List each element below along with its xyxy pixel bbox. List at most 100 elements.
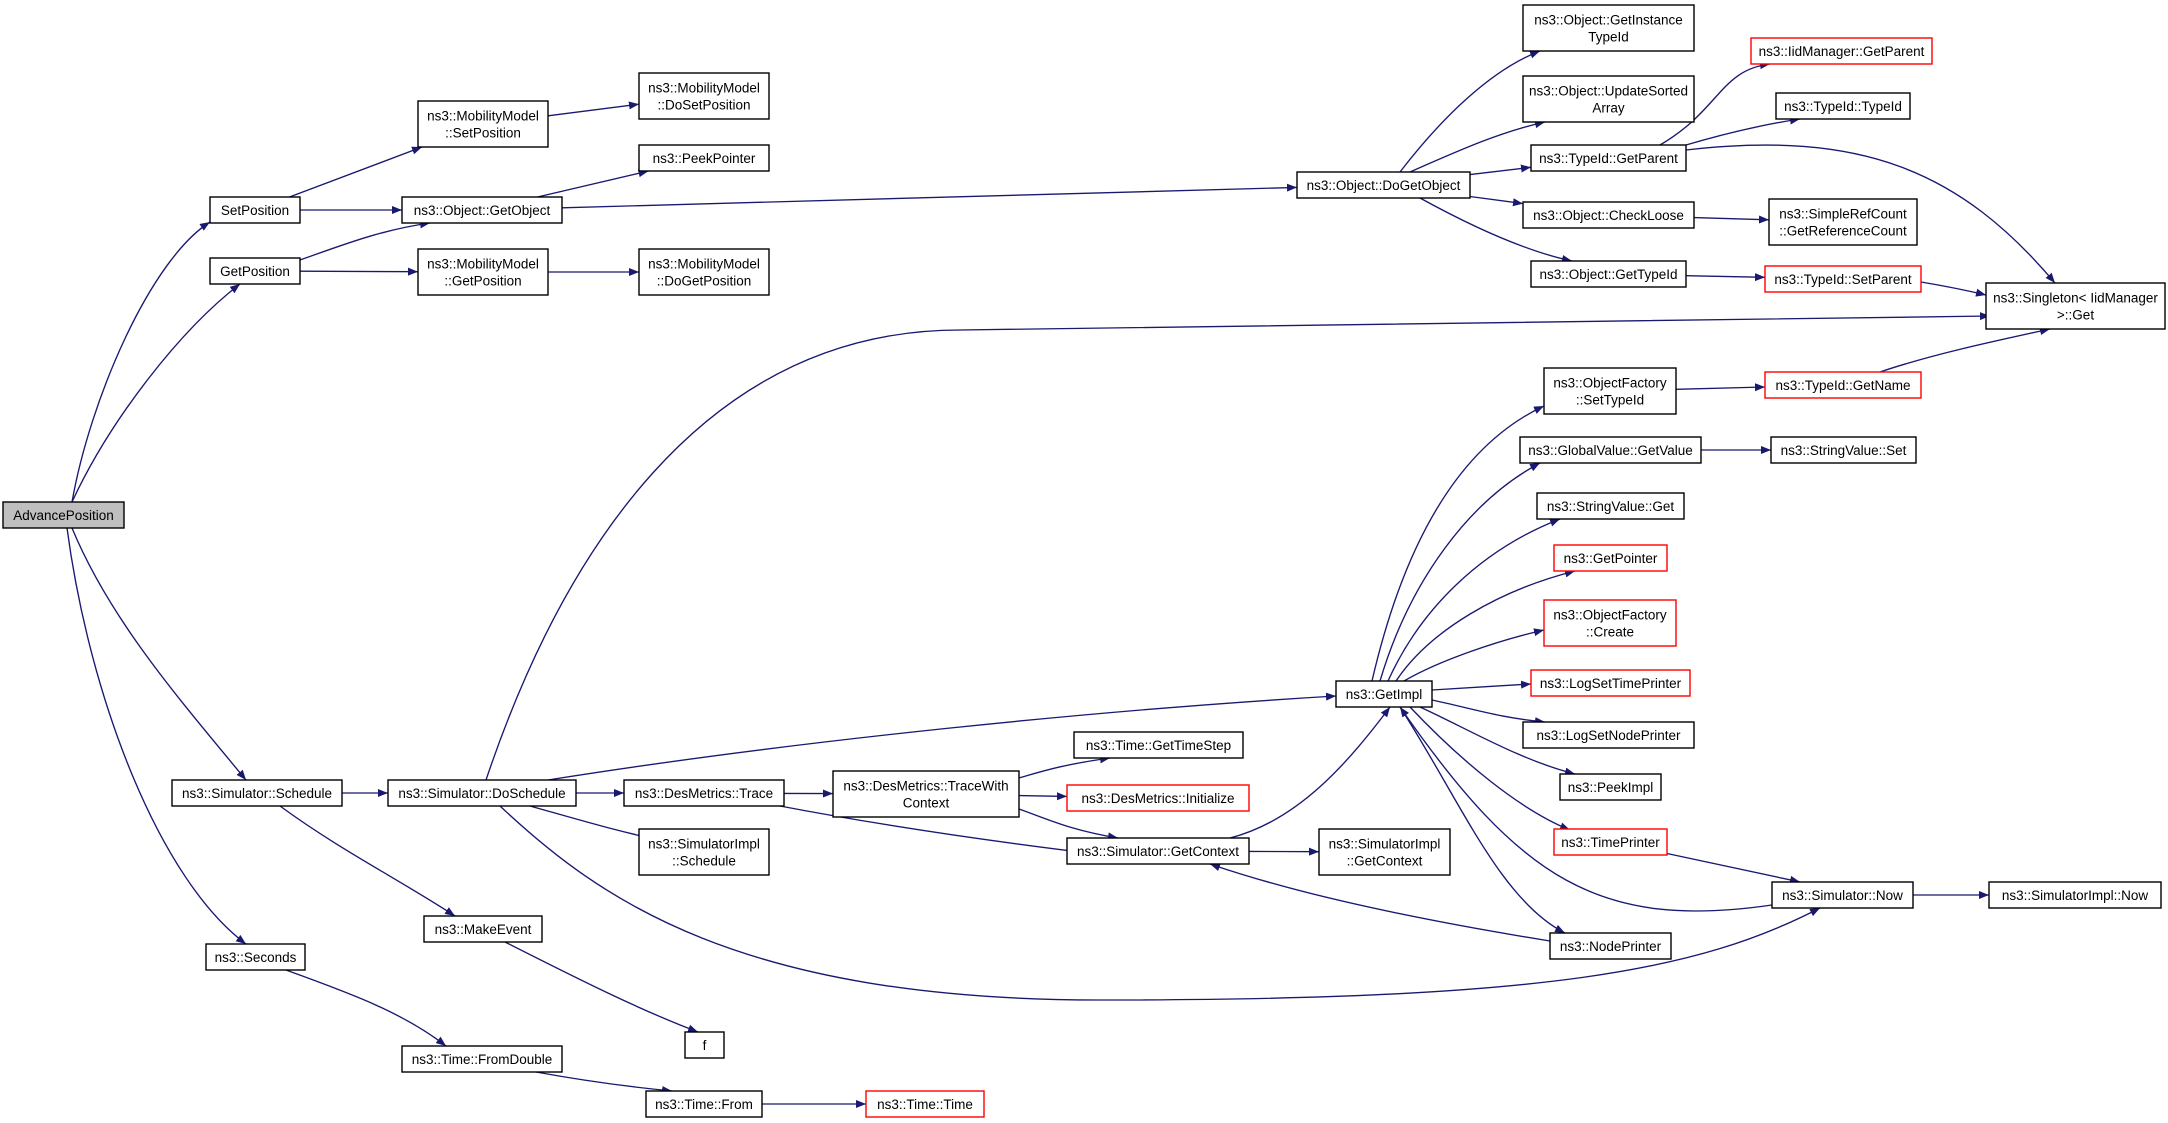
edge-typeid-getname-to-singleton-get xyxy=(1879,327,2051,373)
node-getimpl[interactable]: ns3::GetImpl xyxy=(1335,680,1433,708)
node-getposition[interactable]: GetPosition xyxy=(209,257,301,285)
node-label: ns3::LogSetTimePrinter xyxy=(1540,676,1682,691)
edge-getimpl-to-logsetnodeprinter xyxy=(1431,699,1546,726)
node-box xyxy=(417,100,549,148)
node-mm-dosetposition[interactable]: ns3::MobilityModel::DoSetPosition xyxy=(638,72,770,120)
node-desmetrics-initialize[interactable]: ns3::DesMetrics::Initialize xyxy=(1066,784,1250,812)
node-box xyxy=(1530,260,1687,288)
node-label: ns3::PeekImpl xyxy=(1568,780,1654,795)
node-typeid-setparent[interactable]: ns3::TypeId::SetParent xyxy=(1764,265,1922,293)
edge-timeprinter-to-simulator-now xyxy=(1659,851,1801,884)
node-box xyxy=(401,1045,563,1073)
node-f[interactable]: f xyxy=(684,1031,725,1059)
node-label: ns3::DesMetrics::TraceWith xyxy=(843,779,1008,794)
edge-getimpl-to-stringvalue-get xyxy=(1387,518,1561,682)
node-typeid-getname[interactable]: ns3::TypeId::GetName xyxy=(1764,371,1922,399)
node-makeevent[interactable]: ns3::MakeEvent xyxy=(423,915,543,943)
node-peekimpl[interactable]: ns3::PeekImpl xyxy=(1559,773,1662,801)
node-label: ns3::Object::DoGetObject xyxy=(1307,178,1461,193)
edge-object-dogetobject-to-typeid-getparent xyxy=(1469,164,1532,176)
node-box xyxy=(1522,4,1695,52)
node-label: ::SetTypeId xyxy=(1576,393,1644,408)
node-peekpointer[interactable]: ns3::PeekPointer xyxy=(638,144,770,172)
node-box xyxy=(638,248,770,296)
node-label: ns3::Singleton< IidManager xyxy=(1993,291,2158,306)
node-time-gettimestep[interactable]: ns3::Time::GetTimeStep xyxy=(1073,731,1244,759)
node-object-gettypeid[interactable]: ns3::Object::GetTypeId xyxy=(1530,260,1687,288)
node-logsetnodeprinter[interactable]: ns3::LogSetNodePrinter xyxy=(1522,721,1695,749)
edge-getimpl-to-getpointer xyxy=(1395,569,1576,682)
node-simulator-doschedule[interactable]: ns3::Simulator::DoSchedule xyxy=(387,779,577,807)
node-box xyxy=(209,257,301,285)
node-label: ::Schedule xyxy=(672,854,736,869)
node-box xyxy=(1066,784,1250,812)
node-simulatorimpl-schedule[interactable]: ns3::SimulatorImpl::Schedule xyxy=(638,828,770,876)
node-label: ::GetReferenceCount xyxy=(1779,224,1907,239)
node-label: ns3::ObjectFactory xyxy=(1553,376,1667,391)
node-mm-dogetposition[interactable]: ns3::MobilityModel::DoGetPosition xyxy=(638,248,770,296)
node-getpointer[interactable]: ns3::GetPointer xyxy=(1553,544,1668,572)
node-box xyxy=(1318,828,1451,876)
node-label: ns3::SimulatorImpl xyxy=(648,837,760,852)
node-mm-getposition[interactable]: ns3::MobilityModel::GetPosition xyxy=(417,248,549,296)
node-simulatorimpl-getcontext[interactable]: ns3::SimulatorImpl::GetContext xyxy=(1318,828,1451,876)
node-label: ns3::StringValue::Get xyxy=(1547,499,1675,514)
node-simplerefcount[interactable]: ns3::SimpleRefCount::GetReferenceCount xyxy=(1768,198,1918,246)
node-globalvalue-getvalue[interactable]: ns3::GlobalValue::GetValue xyxy=(1519,436,1702,464)
node-label: ns3::IidManager::GetParent xyxy=(1759,44,1925,59)
node-label: >::Get xyxy=(2057,308,2094,323)
edge-advanceposition-to-getposition xyxy=(71,283,241,503)
edge-simulator-doschedule-to-singleton-get xyxy=(485,312,1991,781)
node-stringvalue-set[interactable]: ns3::StringValue::Set xyxy=(1770,436,1917,464)
node-simulator-getcontext[interactable]: ns3::Simulator::GetContext xyxy=(1066,837,1250,865)
node-box xyxy=(209,196,301,224)
edge-simulator-schedule-to-makeevent xyxy=(279,805,456,917)
node-label: ::GetPosition xyxy=(444,274,521,289)
node-desmetrics-trace[interactable]: ns3::DesMetrics::Trace xyxy=(623,779,785,807)
node-label: ns3::Object::CheckLoose xyxy=(1533,208,1684,223)
node-label: ns3::DesMetrics::Trace xyxy=(635,786,773,801)
node-box xyxy=(1553,828,1668,856)
node-nodeprinter[interactable]: ns3::NodePrinter xyxy=(1549,932,1672,960)
node-singleton-get[interactable]: ns3::Singleton< IidManager>::Get xyxy=(1985,282,2166,330)
node-timeprinter[interactable]: ns3::TimePrinter xyxy=(1553,828,1668,856)
node-advanceposition[interactable]: AdvancePosition xyxy=(2,501,125,529)
node-box xyxy=(1559,773,1662,801)
node-box xyxy=(638,72,770,120)
node-label: ns3::Simulator::GetContext xyxy=(1077,844,1239,859)
node-object-getobject[interactable]: ns3::Object::GetObject xyxy=(401,196,563,224)
node-object-checkloose[interactable]: ns3::Object::CheckLoose xyxy=(1522,201,1695,229)
edge-getimpl-to-peekimpl xyxy=(1419,706,1576,776)
edge-time-fromdouble-to-time-from xyxy=(535,1071,673,1095)
node-seconds[interactable]: ns3::Seconds xyxy=(205,943,306,971)
edge-object-dogetobject-to-object-gettypeid xyxy=(1419,197,1573,263)
node-label: ns3::Simulator::Now xyxy=(1782,888,1903,903)
node-typeid-typeid[interactable]: ns3::TypeId::TypeId xyxy=(1775,92,1911,120)
node-stringvalue-get[interactable]: ns3::StringValue::Get xyxy=(1536,492,1685,520)
node-mm-setposition[interactable]: ns3::MobilityModel::SetPosition xyxy=(417,100,549,148)
node-label: ns3::TypeId::SetParent xyxy=(1774,272,1912,287)
edge-typeid-getparent-to-iidmanager-getparent xyxy=(1659,61,1771,146)
node-simulator-now[interactable]: ns3::Simulator::Now xyxy=(1771,881,1914,909)
node-objectfactory-create[interactable]: ns3::ObjectFactory::Create xyxy=(1543,599,1677,647)
node-iidmanager-getparent[interactable]: ns3::IidManager::GetParent xyxy=(1750,37,1933,65)
node-time-fromdouble[interactable]: ns3::Time::FromDouble xyxy=(401,1045,563,1073)
node-simulator-schedule[interactable]: ns3::Simulator::Schedule xyxy=(171,779,343,807)
edge-desmetrics-trace-to-simulator-getcontext xyxy=(779,805,1097,857)
node-objectfactory-settypeid[interactable]: ns3::ObjectFactory::SetTypeId xyxy=(1543,367,1677,415)
node-typeid-getparent[interactable]: ns3::TypeId::GetParent xyxy=(1530,144,1687,172)
edge-object-getobject-to-object-dogetobject xyxy=(561,183,1298,209)
node-label: ns3::NodePrinter xyxy=(1560,939,1662,954)
node-box xyxy=(645,1090,763,1118)
edge-getimpl-to-timeprinter xyxy=(1409,706,1571,831)
node-time-from[interactable]: ns3::Time::From xyxy=(645,1090,763,1118)
node-setposition[interactable]: SetPosition xyxy=(209,196,301,224)
node-label: ns3::MobilityModel xyxy=(648,81,760,96)
node-object-dogetobject[interactable]: ns3::Object::DoGetObject xyxy=(1296,171,1471,199)
node-time-time[interactable]: ns3::Time::Time xyxy=(865,1090,985,1118)
node-simulatorimpl-now[interactable]: ns3::SimulatorImpl::Now xyxy=(1988,881,2162,909)
node-logsettimeprinter[interactable]: ns3::LogSetTimePrinter xyxy=(1530,669,1691,697)
